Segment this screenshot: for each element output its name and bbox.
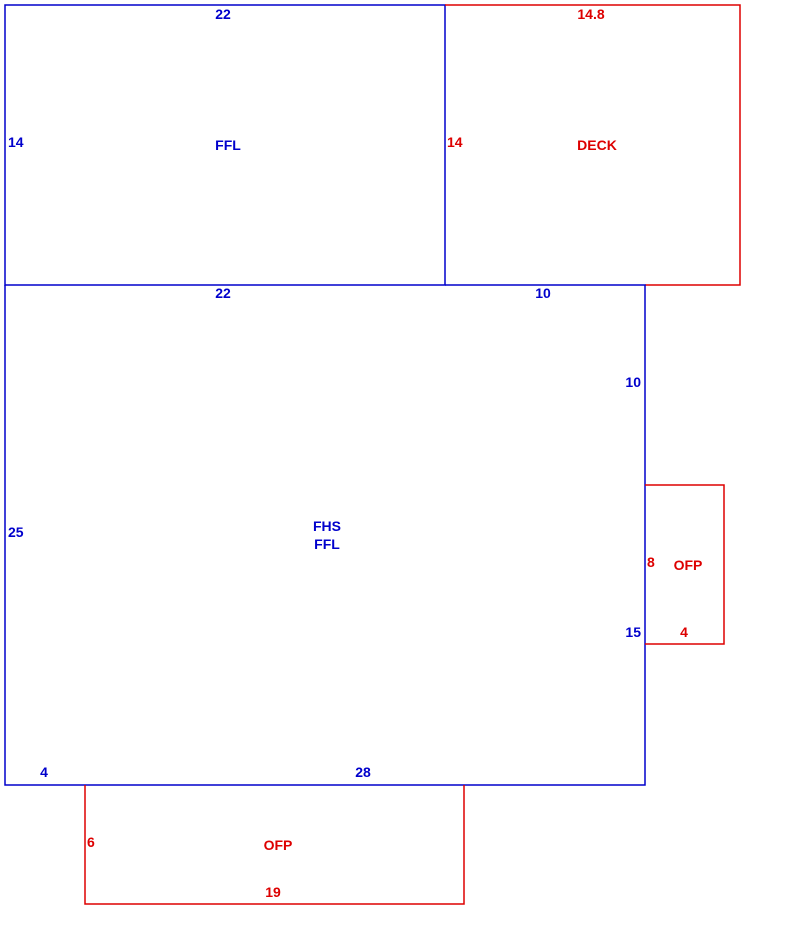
main-bottom-left-dim: 4 <box>40 764 48 780</box>
main-label-line2: FFL <box>314 536 340 552</box>
ffl-upper-left-dim: 14 <box>8 134 24 150</box>
main-bottom-dim: 28 <box>355 764 371 780</box>
main-right-lower-dim: 15 <box>625 624 641 640</box>
ffl-upper-outline <box>4 4 446 286</box>
main-area-outline <box>4 284 646 786</box>
ofp-bottom-label: OFP <box>264 837 293 853</box>
main-left-dim: 25 <box>8 524 24 540</box>
ofp-right-label: OFP <box>674 557 703 573</box>
ofp-bottom-bottom-dim: 19 <box>265 884 281 900</box>
deck-outline <box>445 4 741 286</box>
ffl-upper-label: FFL <box>215 137 241 153</box>
ofp-bottom-left-dim: 6 <box>87 834 95 850</box>
deck-top-dim: 14.8 <box>577 6 604 22</box>
deck-left-dim: 14 <box>447 134 463 150</box>
ffl-upper-bottom-dim: 22 <box>215 285 231 301</box>
main-top-right-dim: 10 <box>535 285 551 301</box>
ffl-upper-top-dim: 22 <box>215 6 231 22</box>
ofp-right-outline <box>645 484 725 645</box>
main-right-upper-dim: 10 <box>625 374 641 390</box>
deck-label: DECK <box>577 137 617 153</box>
main-label-line1: FHS <box>313 518 341 534</box>
ofp-right-bottom-dim: 4 <box>680 624 688 640</box>
ofp-right-left-dim: 8 <box>647 554 655 570</box>
ofp-bottom-outline <box>84 785 465 905</box>
